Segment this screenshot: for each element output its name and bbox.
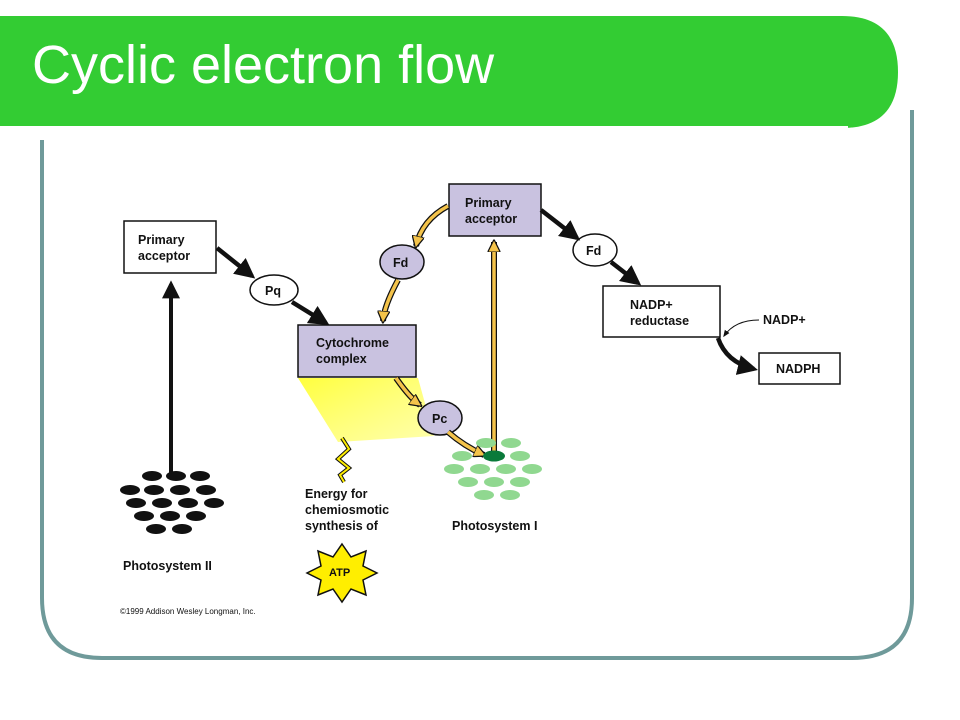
title-underline	[0, 126, 848, 130]
nadph-label: NADPH	[776, 362, 821, 376]
ps1-reaction-center	[483, 450, 505, 462]
arrow-acceptor-to-pq	[215, 246, 256, 279]
photosystem-ii-cluster	[120, 471, 224, 534]
nadph-box	[758, 352, 841, 385]
title-bar	[0, 16, 898, 128]
content-frame	[40, 110, 914, 660]
ps1-primary-acceptor-label: Primary acceptor	[465, 196, 518, 226]
photosystem-ii-label: Photosystem II	[123, 559, 212, 573]
atp-star	[305, 542, 379, 604]
arrow-reductase-to-nadph	[715, 337, 758, 375]
ps2-primary-acceptor-label: Primary acceptor	[138, 233, 191, 263]
nadp-reductase-label: NADP+ reductase	[630, 298, 690, 328]
energy-squiggle-fill	[336, 437, 351, 483]
cytochrome-complex-label: Cytochrome complex	[316, 336, 389, 366]
fd-right-ellipse	[572, 233, 618, 267]
arrow-fd-to-reductase	[609, 260, 642, 286]
ps2-primary-acceptor-box	[123, 220, 217, 274]
copyright-notice: ©1999 Addison Wesley Longman, Inc.	[120, 607, 256, 616]
fd-right-label: Fd	[586, 244, 602, 258]
energy-glow	[298, 378, 434, 442]
photosystem-i-label: Photosystem I	[452, 519, 538, 533]
cyclic-arrows	[383, 203, 494, 458]
slide-title: Cyclic electron flow	[32, 35, 495, 95]
arrow-acceptor-to-fd	[539, 208, 581, 241]
fd-left-ellipse	[379, 244, 425, 280]
ps1-primary-acceptor-box	[448, 183, 542, 237]
nadp-reductase-box	[602, 285, 721, 338]
pq-ellipse	[249, 274, 299, 306]
pc-label: Pc	[432, 412, 448, 426]
atp-label: ATP	[329, 567, 351, 579]
nadp-plus-label: NADP+	[763, 313, 806, 327]
fd-left-label: Fd	[393, 256, 409, 270]
cytochrome-complex-box	[297, 324, 417, 378]
arrow-pq-to-cytochrome	[290, 300, 330, 326]
pc-ellipse	[417, 400, 463, 436]
pq-label: Pq	[265, 284, 281, 298]
photosystem-i-cluster	[444, 438, 542, 500]
arrow-nadp-in	[723, 319, 760, 338]
energy-label: Energy for chemiosmotic synthesis of	[305, 487, 390, 533]
